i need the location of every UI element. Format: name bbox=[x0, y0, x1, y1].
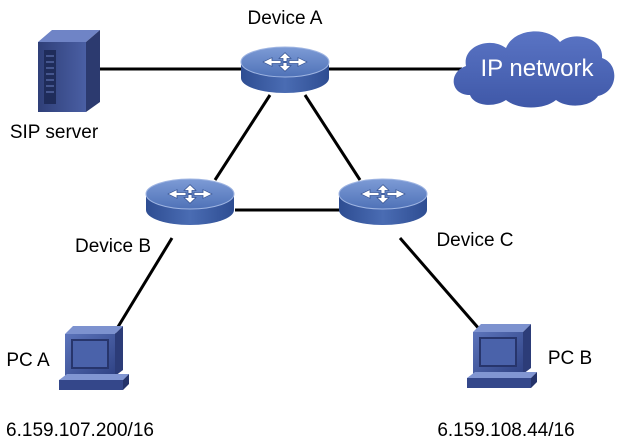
pc-a-icon bbox=[59, 326, 129, 390]
device-a-label: Device A bbox=[248, 8, 323, 29]
pc-b-ip-label: 6.159.108.44/16 bbox=[437, 420, 574, 441]
device-b-label: Device B bbox=[75, 236, 151, 257]
sip-server-label: SIP server bbox=[10, 122, 99, 143]
link-device-c-pc-b bbox=[398, 237, 489, 339]
device-b-router-icon bbox=[145, 178, 235, 225]
link-device-a-device-b bbox=[213, 94, 272, 181]
device-a-router-icon bbox=[240, 46, 330, 93]
pc-b-label: PC B bbox=[548, 348, 592, 369]
link-device-a-device-c bbox=[303, 94, 362, 181]
device-c-router-icon bbox=[338, 178, 428, 225]
sip-server-icon bbox=[38, 30, 100, 112]
device-c-label: Device C bbox=[436, 230, 513, 251]
ip-network-label: IP network bbox=[481, 55, 595, 82]
pc-a-ip-label: 6.159.107.200/16 bbox=[6, 420, 154, 441]
pc-a-label: PC A bbox=[6, 350, 50, 371]
link-device-b-pc-a bbox=[108, 237, 174, 341]
ip-network-cloud-icon bbox=[453, 31, 615, 108]
links bbox=[100, 67, 489, 341]
pc-b-icon bbox=[467, 324, 537, 388]
